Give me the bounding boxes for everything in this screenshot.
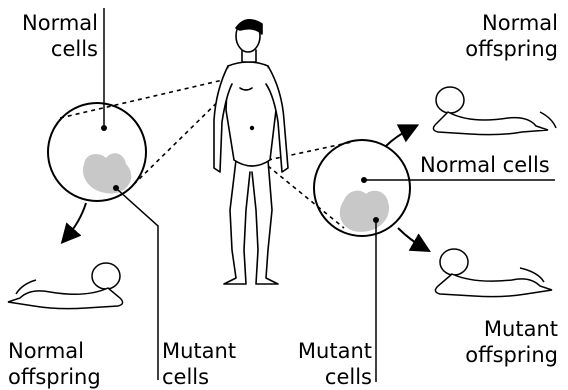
label-mutant-cells-left: Mutant cells [162,338,236,390]
arrow-to-bottom-left-offspring [66,203,86,238]
label-line: offspring [430,342,558,368]
label-normal-cells-right: Normal cells [420,152,550,178]
label-line: Mutant [162,338,236,364]
right-cell-circle [314,140,410,236]
baby-top-right [433,87,556,135]
label-mutant-offspring: Mutant offspring [430,316,558,368]
label-line: Mutant [280,338,372,364]
label-normal-cells-top: Normal cells [8,10,98,62]
label-line: cells [162,364,236,390]
label-line: Normal [8,338,101,364]
man-figure [214,20,288,284]
label-line: offspring [440,36,558,62]
label-line: Normal cells [420,153,550,177]
label-line: Mutant [430,316,558,342]
arrow-to-top-right-offspring [386,128,412,146]
baby-bottom-right [435,249,552,297]
label-normal-offspring-top: Normal offspring [440,10,558,62]
label-normal-offspring-bottom: Normal offspring [8,338,101,390]
label-mutant-cells-right: Mutant cells [280,338,372,390]
leader-mutant-cells-left [118,190,158,380]
baby-bottom-left [8,263,123,309]
arrow-to-bottom-right-offspring [398,228,424,248]
label-line: cells [280,364,372,390]
label-line: cells [8,36,98,62]
label-line: Normal [440,10,558,36]
label-line: offspring [8,364,101,390]
label-line: Normal [8,10,98,36]
